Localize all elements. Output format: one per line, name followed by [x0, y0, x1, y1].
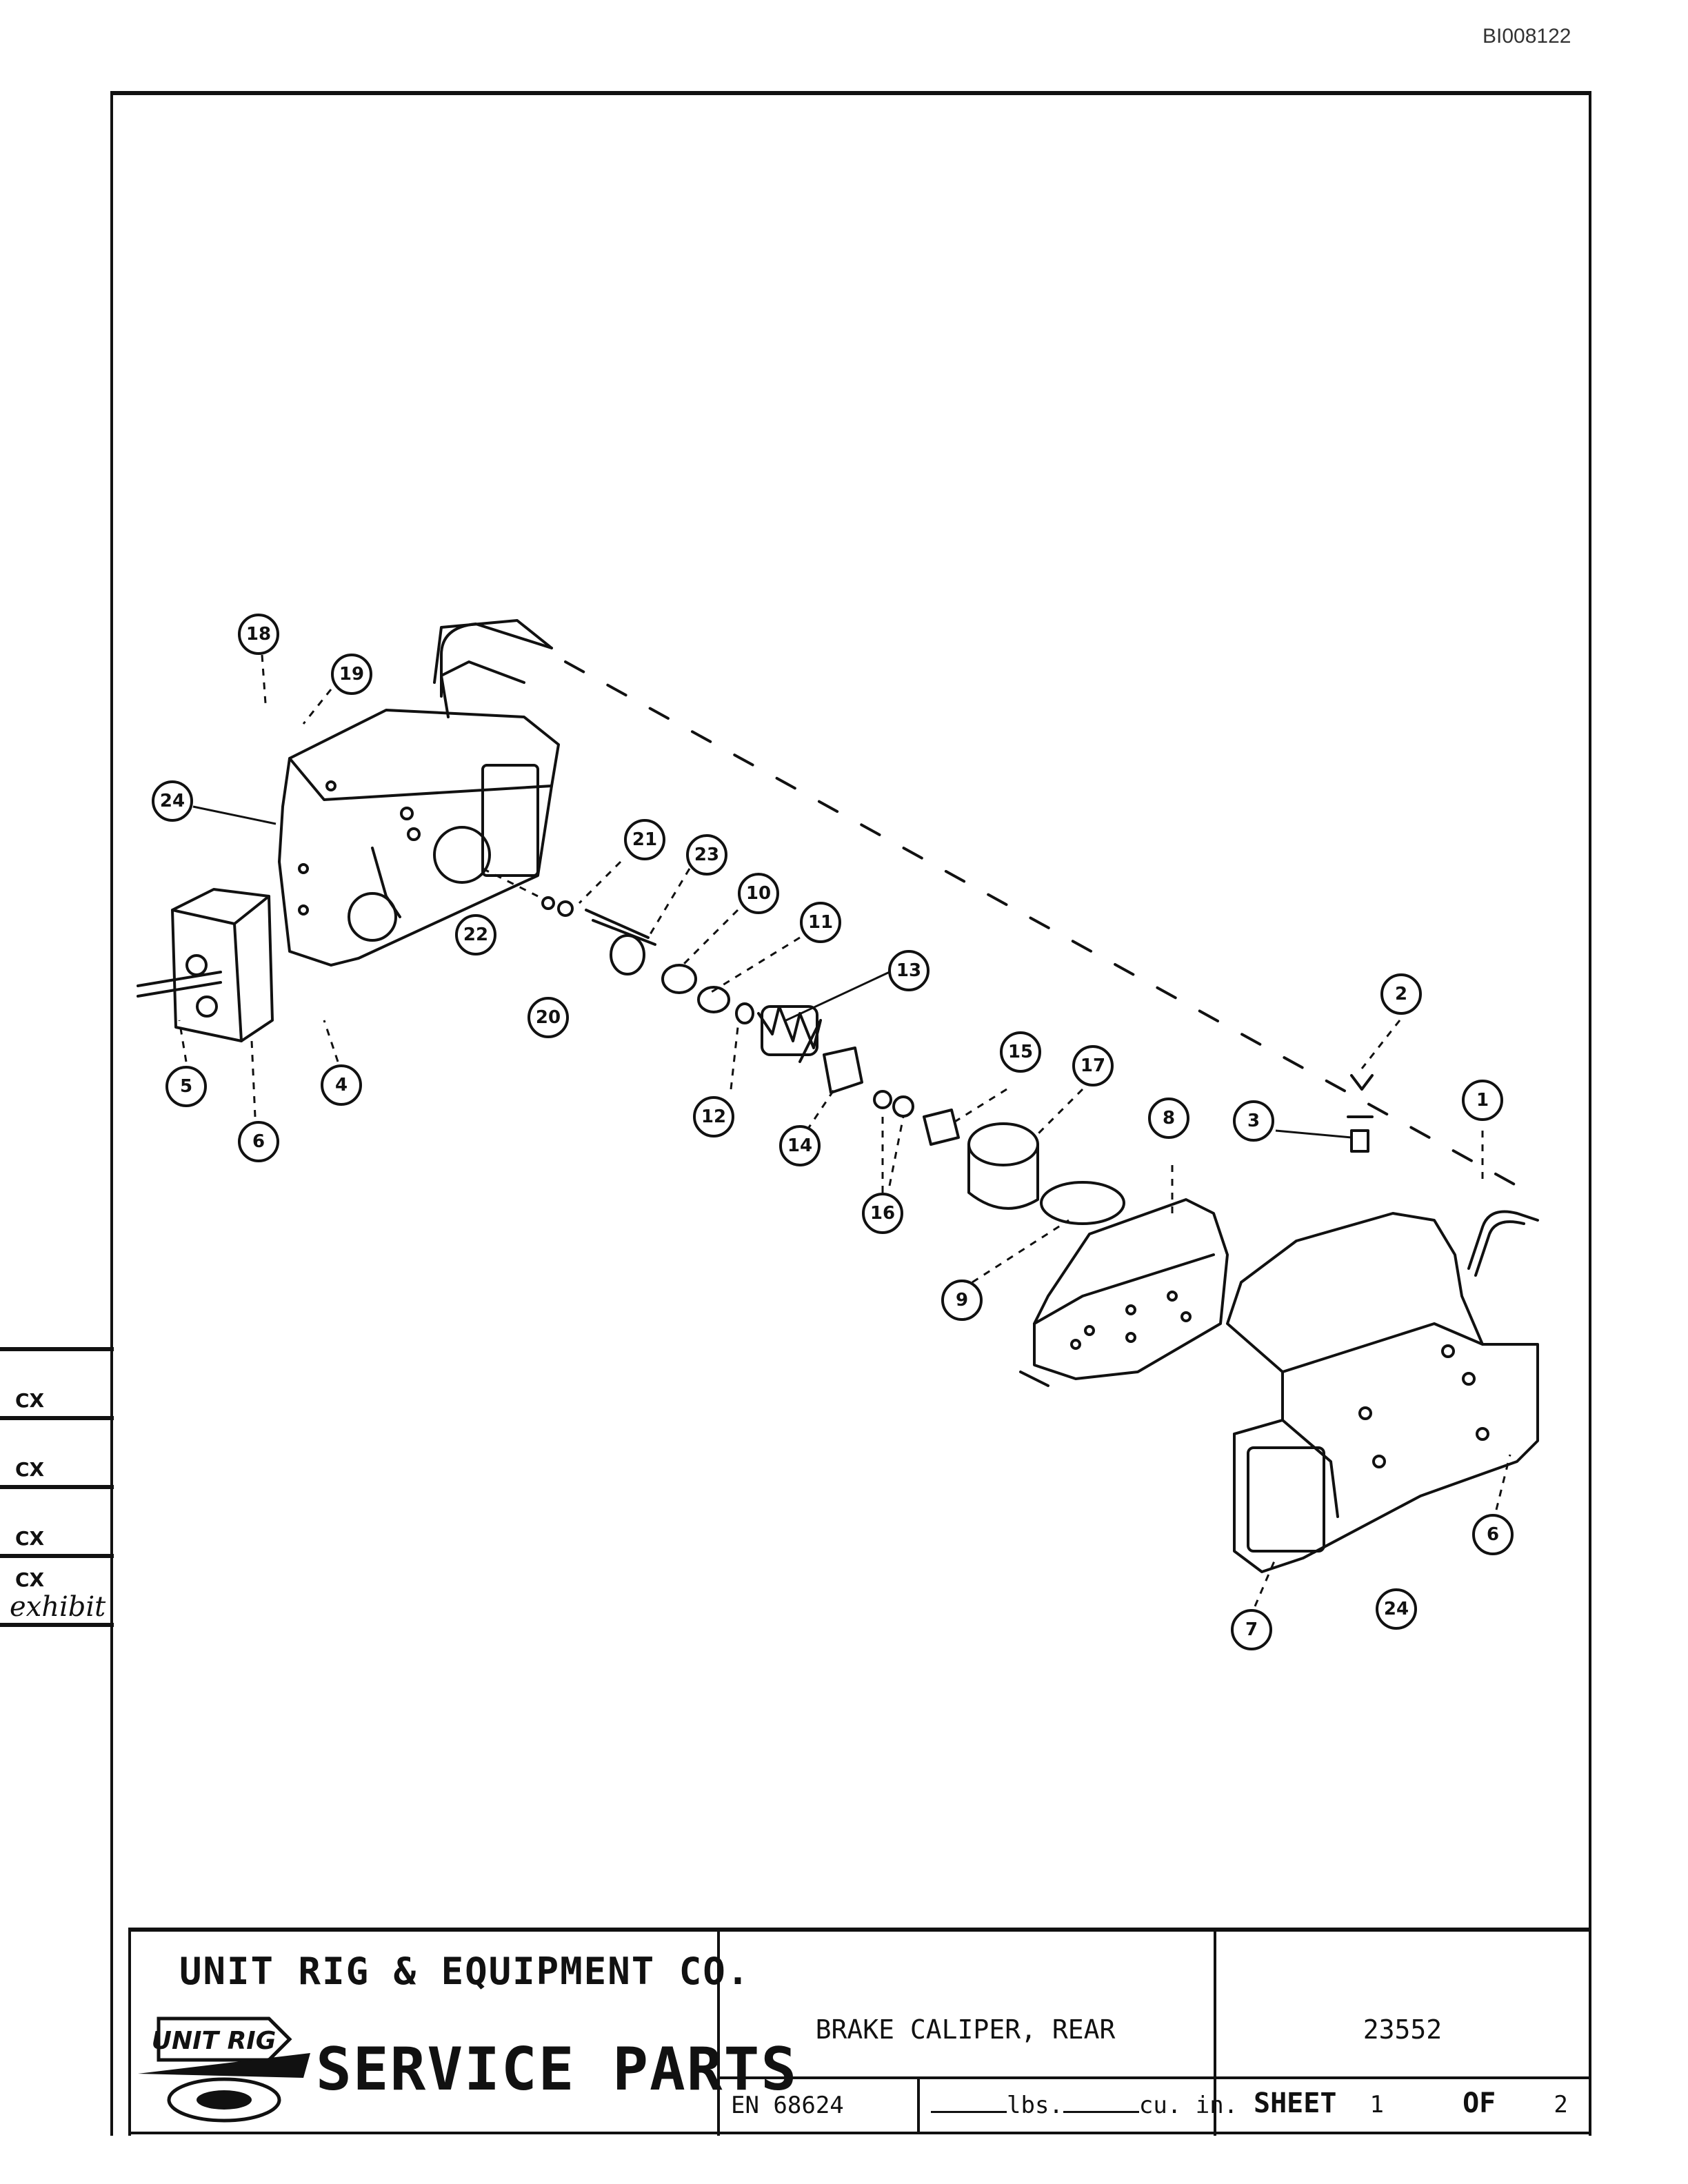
callout-20: [528, 997, 569, 1038]
sheet-total: 2: [1554, 2091, 1568, 2119]
title-block: UNIT RIG & EQUIPMENT CO. UNIT RIG SERVIC…: [128, 1928, 1589, 2136]
callout-label: 23: [694, 845, 719, 865]
callout-label: 6: [252, 1131, 265, 1152]
svg-text:UNIT RIG: UNIT RIG: [152, 2027, 277, 2055]
callout-4: [321, 1064, 362, 1106]
callout-label: 24: [1384, 1599, 1409, 1619]
part-description: BRAKE CALIPER, REAR: [815, 2014, 1116, 2045]
callout-label: 14: [787, 1135, 812, 1156]
callout-label: 1: [1476, 1090, 1489, 1111]
callout-6b: [1472, 1514, 1514, 1555]
callout-14: [779, 1125, 821, 1166]
drawing-frame: [110, 91, 1591, 2136]
callout-17: [1072, 1045, 1114, 1086]
callout-23: [686, 834, 727, 876]
company-name: UNIT RIG & EQUIPMENT CO.: [179, 1950, 751, 1993]
callout-label: 10: [746, 883, 771, 904]
callout-16: [862, 1193, 903, 1234]
callout-13: [888, 950, 930, 991]
weight-volume-field: lbs. cu. in.: [931, 2092, 1238, 2119]
callout-label: 2: [1395, 984, 1407, 1004]
callout-label: 21: [632, 829, 657, 850]
part-number: 23552: [1363, 2014, 1443, 2045]
callout-24b: [1376, 1588, 1417, 1630]
callout-3: [1233, 1100, 1274, 1142]
callout-label: 19: [339, 664, 364, 685]
callout-label: 3: [1247, 1111, 1260, 1131]
callout-label: 4: [335, 1075, 348, 1095]
sheet-number: 1: [1369, 2091, 1384, 2119]
revision-row: CX: [0, 1489, 114, 1558]
callout-label: 18: [246, 624, 271, 645]
callout-label: 24: [160, 791, 185, 811]
callout-2: [1380, 973, 1422, 1015]
callout-24: [152, 780, 193, 822]
callout-label: 22: [463, 924, 488, 945]
revision-row: CX exhibit: [0, 1558, 114, 1627]
revision-row: CX: [0, 1351, 114, 1420]
callout-22: [455, 914, 496, 956]
of-label: OF: [1463, 2087, 1496, 2119]
callout-label: 13: [896, 960, 921, 981]
unit-rig-logo: UNIT RIG: [138, 2016, 310, 2123]
brake-pad: [1033, 1198, 1229, 1380]
callout-8: [1148, 1098, 1189, 1139]
callout-label: 15: [1008, 1042, 1033, 1062]
handwritten-note: exhibit: [10, 1591, 106, 1623]
callout-5: [165, 1066, 207, 1107]
sheet-label: SHEET: [1254, 2087, 1337, 2119]
spring: [757, 1005, 822, 1063]
callout-label: 12: [701, 1106, 726, 1127]
document-id: BI008122: [1483, 25, 1571, 48]
callout-label: 9: [956, 1290, 968, 1311]
weight-unit: lbs.: [1007, 2092, 1063, 2119]
left-end-block: [171, 888, 274, 1042]
callout-6: [238, 1121, 279, 1162]
callout-label: 11: [808, 912, 833, 933]
revision-row: CX: [0, 1420, 114, 1489]
callout-9: [941, 1280, 983, 1321]
callout-label: 5: [180, 1076, 192, 1097]
volume-unit: cu. in.: [1138, 2092, 1238, 2119]
callout-19: [331, 654, 372, 695]
left-caliper-housing: [278, 709, 560, 967]
callout-label: 16: [870, 1203, 895, 1224]
callout-1: [1462, 1080, 1503, 1121]
callout-10: [738, 873, 779, 914]
callout-12: [693, 1096, 734, 1138]
callout-label: 20: [536, 1007, 561, 1028]
callout-label: 17: [1081, 1055, 1105, 1076]
callout-15: [1000, 1031, 1041, 1073]
callout-label: 6: [1487, 1524, 1499, 1545]
callout-label: 8: [1163, 1108, 1175, 1129]
callout-18: [238, 614, 279, 655]
revision-strip: CX CX CX CX exhibit: [0, 1282, 114, 1627]
callout-label: 7: [1245, 1619, 1258, 1640]
callout-11: [800, 902, 841, 943]
revision-row: [0, 1282, 114, 1351]
part-callouts: [152, 614, 1514, 1650]
callout-21: [624, 819, 665, 860]
en-number: EN 68624: [731, 2092, 844, 2119]
callout-7: [1231, 1609, 1272, 1650]
service-parts-title: SERVICE PARTS: [316, 2035, 798, 2104]
sheet-info: SHEET 1 OF 2: [1254, 2087, 1568, 2119]
